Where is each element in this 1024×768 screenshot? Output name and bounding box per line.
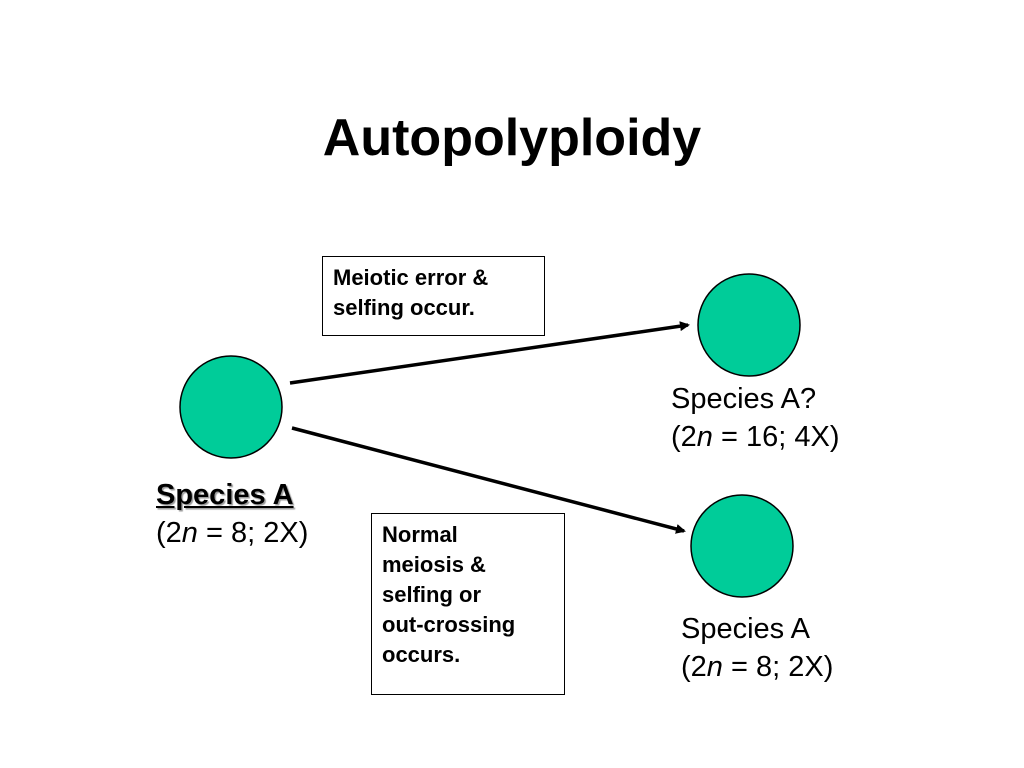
- note-line: selfing or: [382, 582, 482, 607]
- diploid-species-label: Species A (2n = 8; 2X): [681, 610, 833, 686]
- note-line: meiosis &: [382, 552, 486, 577]
- parent-cell: [179, 355, 283, 459]
- diploid-offspring-cell: [690, 494, 794, 598]
- note-line: occurs.: [382, 642, 461, 667]
- note-line: selfing occur.: [333, 295, 475, 320]
- parent-species-name: Species A: [156, 479, 294, 511]
- arrow-to-diploid: [291, 426, 686, 534]
- tetraploid-species-label: Species A? (2n = 16; 4X): [671, 380, 840, 456]
- tetraploid-cell: [697, 273, 801, 377]
- tetraploid-species-name: Species A?: [671, 383, 817, 415]
- note-line: Normal: [382, 522, 458, 547]
- slide-title: Autopolyploidy: [322, 109, 702, 167]
- normal-meiosis-note: Normal meiosis & selfing or out-crossing…: [371, 513, 565, 695]
- note-line: Meiotic error &: [333, 265, 489, 290]
- tetraploid-chromosome-formula: (2n = 16; 4X): [671, 421, 840, 453]
- arrow-to-tetraploid: [289, 321, 690, 385]
- diploid-species-name: Species A: [681, 613, 810, 645]
- parent-species-label: Species A (2n = 8; 2X): [156, 476, 308, 552]
- diploid-chromosome-formula: (2n = 8; 2X): [681, 651, 834, 683]
- parent-chromosome-formula: (2n = 8; 2X): [156, 517, 309, 549]
- meiotic-error-note: Meiotic error & selfing occur.: [322, 256, 545, 336]
- note-line: out-crossing: [382, 612, 516, 637]
